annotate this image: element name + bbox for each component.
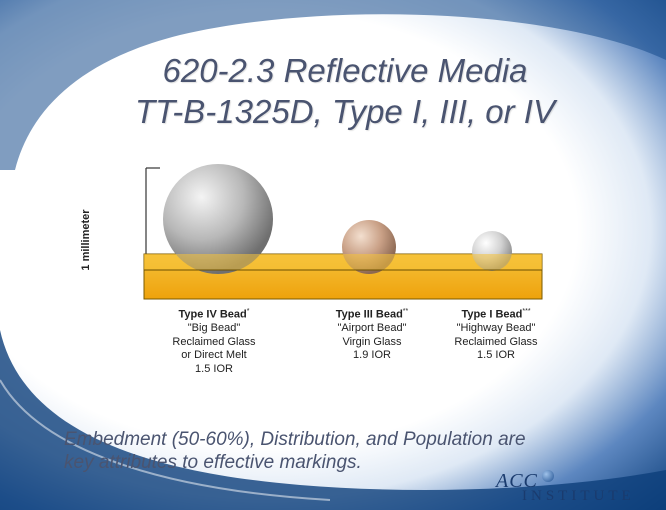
type-i-bead-caption: Type I Bead*** "Highway Bead" Reclaimed … xyxy=(437,305,555,363)
footer-line1: Embedment (50-60%), Distribution, and Po… xyxy=(64,429,526,450)
bead-diagram xyxy=(143,164,543,300)
type-iii-bead-caption: Type III Bead** "Airport Bead" Virgin Gl… xyxy=(313,305,431,363)
logo-globe-icon xyxy=(542,470,554,482)
bead-detail: 1.5 IOR xyxy=(195,362,233,375)
bead-mark: ** xyxy=(402,308,409,315)
slide-title-line2: TT-B-1325D, Type I, III, or IV xyxy=(135,93,555,130)
slide-footer: Embedment (50-60%), Distribution, and Po… xyxy=(64,428,644,474)
bead-detail: Reclaimed Glass xyxy=(172,335,256,348)
logo-acc-text: ACC xyxy=(496,470,538,492)
bead-name: Type I Bead xyxy=(461,308,523,321)
bead-detail: 1.9 IOR xyxy=(353,349,391,362)
type-iv-bead-sphere xyxy=(163,164,273,274)
bead-mark: * xyxy=(246,308,250,315)
bead-detail: Reclaimed Glass xyxy=(454,335,538,348)
type-iv-bead-caption: Type IV Bead* "Big Bead" Reclaimed Glass… xyxy=(155,305,273,376)
bead-detail: "Airport Bead" xyxy=(337,322,407,335)
acc-institute-logo: ACC INSTITUTE xyxy=(482,466,662,506)
bead-detail: Virgin Glass xyxy=(342,335,402,348)
bead-name: Type IV Bead xyxy=(178,308,247,321)
logo-institute-text: INSTITUTE xyxy=(522,488,635,504)
bead-detail: 1.5 IOR xyxy=(477,349,515,362)
bead-detail: "Highway Bead" xyxy=(456,322,536,335)
footer-line2: key attributes to effective markings. xyxy=(64,452,362,473)
bead-detail: or Direct Melt xyxy=(181,349,247,362)
bead-mark: *** xyxy=(522,308,531,315)
scale-label: 1 millimeter xyxy=(80,209,92,271)
bead-name: Type III Bead xyxy=(335,308,403,321)
slide-title-line1: 620-2.3 Reflective Media xyxy=(162,52,528,89)
binder-overlay xyxy=(144,254,542,270)
bead-detail: "Big Bead" xyxy=(187,322,241,335)
